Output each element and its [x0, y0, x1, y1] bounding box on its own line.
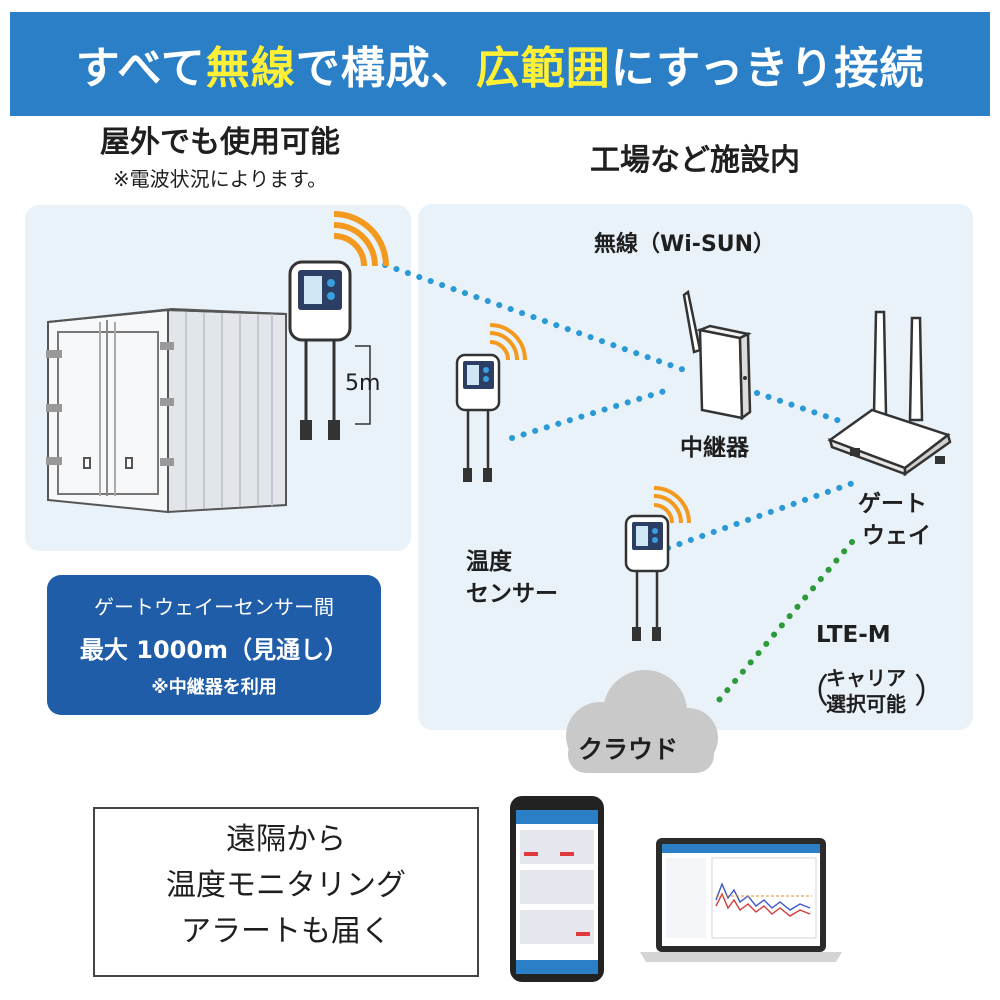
remote-line1: 遠隔から: [226, 822, 346, 857]
factory-heading: 工場など施設内: [590, 143, 800, 178]
banner-highlight-range: 広範囲: [475, 43, 611, 94]
banner-text-1: すべて: [75, 43, 206, 94]
sensor-label-line2: センサー: [466, 581, 558, 607]
indoor-temperature-sensor-icon-1: [455, 323, 527, 482]
gateway-icon: [827, 310, 952, 477]
wireless-links: [382, 262, 856, 551]
gateway-label-line2: ウェイ: [862, 523, 931, 549]
outdoor-note: ※電波状況によります。: [112, 167, 328, 191]
repeater-icon: [682, 289, 752, 421]
indoor-temperature-sensor-icon-2: [624, 486, 691, 641]
link-sensor-to-repeater: [509, 387, 671, 441]
carrier-label-line2: 選択可能: [826, 692, 906, 716]
carrier-paren-close: ）: [914, 672, 948, 712]
outdoor-heading: 屋外でも使用可能: [100, 125, 340, 160]
link-sensor-to-gateway: [665, 480, 856, 551]
shipping-container-icon: [46, 307, 287, 514]
lte-m-label: LTE-M: [816, 622, 891, 648]
link-repeater-to-gateway: [754, 390, 843, 424]
banner-highlight-wireless: 無線: [205, 43, 296, 94]
banner-text-2: で構成、: [295, 43, 476, 94]
sensor-label-line1: 温度: [466, 549, 512, 575]
title-banner: [10, 12, 990, 116]
carrier-label-line1: キャリア: [826, 666, 906, 690]
link-outdoor-to-repeater: [382, 262, 693, 375]
cable-length-label: 5m: [345, 371, 381, 396]
factory-panel: [418, 204, 973, 730]
cloud-icon: [566, 670, 718, 773]
repeater-label: 中継器: [680, 435, 749, 461]
range-info-box: ゲートウェイーセンサー間 最大 1000m（見通し） ※中継器を利用: [47, 575, 381, 715]
remote-line2: 温度モニタリング: [166, 868, 406, 903]
range-info-line3: ※中継器を利用: [151, 677, 277, 698]
carrier-paren-open: （: [795, 672, 829, 712]
remote-line3: アラートも届く: [181, 914, 391, 949]
gateway-label-line1: ゲート: [858, 491, 927, 517]
laptop-icon: [640, 838, 842, 962]
lte-link: [711, 539, 855, 709]
wireless-wisun-label: 無線（Wi-SUN）: [594, 232, 776, 257]
range-info-line1: ゲートウェイーセンサー間: [94, 595, 334, 619]
smartphone-icon: [510, 796, 604, 982]
banner-title: すべて無線で構成、広範囲にすっきり接続: [10, 12, 990, 116]
range-info-line2: 最大 1000m（見通し）: [79, 636, 349, 664]
outdoor-temperature-sensor-icon: [288, 211, 389, 440]
remote-monitoring-box: 遠隔から 温度モニタリング アラートも届く: [93, 807, 479, 977]
banner-text-3: にすっきり接続: [610, 43, 925, 94]
cloud-label: クラウド: [578, 735, 679, 764]
